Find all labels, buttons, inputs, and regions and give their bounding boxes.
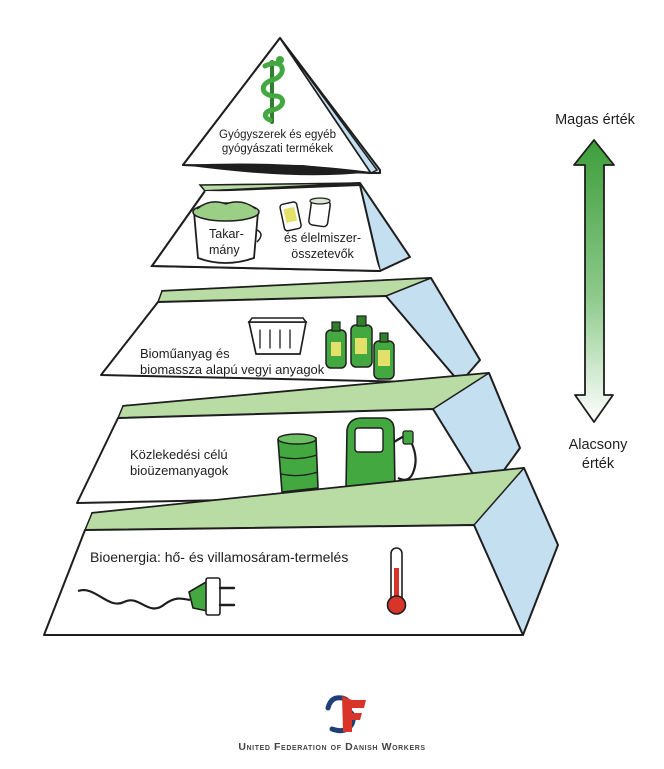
tier-1-label: Takar- mány — [209, 227, 244, 258]
tier-4-label-line-1: Bioenergia: hő- és villamosáram-termelés — [90, 549, 349, 565]
pyramid-tier-4 — [43, 467, 559, 636]
tier-4-label: Bioenergia: hő- és villamosáram-termelés — [90, 549, 348, 567]
value-scale-bottom-label: Alacsony érték — [548, 436, 648, 474]
fuel-barrel-icon — [277, 433, 319, 493]
pyramid-apex — [182, 37, 381, 176]
pyramid-tier-3 — [76, 372, 521, 504]
apex-label: Gyógyszerek és egyéb gyógyászati terméke… — [190, 128, 365, 157]
tier-1-label-2-line-1: és élelmiszer- — [284, 231, 362, 245]
tier-1-label-2: és élelmiszer- összetevők — [284, 231, 361, 262]
pyramid-tier-1 — [150, 182, 411, 272]
apex-label-line-1: Gyógyszerek és egyéb — [219, 129, 336, 141]
caduceus-icon — [260, 56, 285, 124]
value-scale-bottom-label-line-2: érték — [581, 455, 615, 472]
apex-label-line-2: gyógyászati termékek — [221, 143, 334, 156]
tier-1-label-line-1: Takar- — [209, 227, 244, 241]
tier-3-label: Közlekedési célú bioüzemanyagok — [130, 447, 228, 480]
food-cans-icon — [279, 197, 331, 232]
thermometer-icon — [386, 547, 407, 615]
tier-2-label-line-1: Bioműanyag és — [140, 346, 230, 361]
plastic-crate-icon — [247, 317, 308, 355]
value-scale-arrow — [573, 139, 615, 423]
power-plug-icon — [77, 577, 236, 616]
tier-3-label-line-2: bioüzemanyagok — [130, 463, 229, 479]
tier-2-label: Bioműanyag és biomassza alapú vegyi anya… — [140, 346, 324, 379]
tier-1-label-line-2: mány — [209, 242, 240, 257]
value-scale-bottom-label-line-1: Alacsony — [568, 437, 628, 453]
tier-2-label-line-2: biomassza alapú vegyi anyagok — [140, 362, 325, 378]
footer-organization-name: United Federation of Danish Workers — [238, 741, 426, 753]
tier-3-label-line-1: Közlekedési célú — [130, 447, 228, 462]
chemical-bottles-icon — [325, 315, 395, 380]
feed-bucket-icon — [192, 201, 262, 264]
ufdw-logo-icon — [325, 695, 366, 734]
value-scale-top-label: Magas érték — [555, 112, 635, 128]
tier-1-label-2-line-2: összetevők — [291, 246, 354, 261]
pyramid-tier-2 — [100, 277, 481, 384]
